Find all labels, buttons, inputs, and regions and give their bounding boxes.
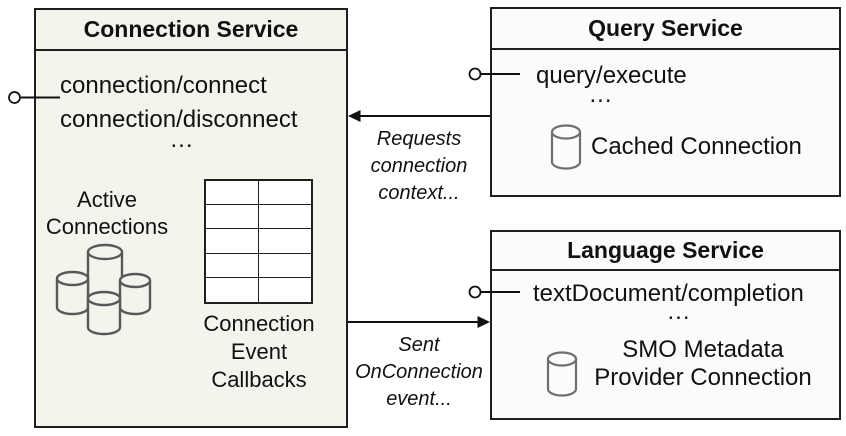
callback-table-cell <box>258 205 311 230</box>
requests-label-line3: context... <box>378 182 460 204</box>
sent-onconnection-event-label: Sent OnConnection event... <box>344 332 494 413</box>
method-connection-disconnect: connection/disconnect <box>60 106 298 133</box>
sent-label-line1: Sent <box>398 334 440 356</box>
requests-connection-context-arrow <box>348 110 490 122</box>
sent-label-line3: event... <box>386 388 452 410</box>
connection-methods-ellipsis: ... <box>170 126 194 153</box>
sent-label-line2: OnConnection <box>355 361 483 383</box>
connection-service-title: Connection Service <box>36 10 346 51</box>
callback-table-cell <box>258 229 311 254</box>
callback-table-icon <box>204 179 313 304</box>
smo-label-line2: Provider Connection <box>594 364 812 391</box>
callbacks-line1: Connection <box>203 311 315 336</box>
callback-table-cell <box>206 229 259 254</box>
method-textdocument-completion: textDocument/completion <box>533 280 804 307</box>
cached-connection-label: Cached Connection <box>591 133 802 160</box>
smo-label-line1: SMO Metadata <box>622 336 784 363</box>
callbacks-line2: Event <box>230 339 288 364</box>
callback-table-cell <box>258 254 311 278</box>
query-service-box: Query Service query/execute ... Cached C… <box>490 7 841 197</box>
language-service-box: Language Service textDocument/completion… <box>490 230 841 420</box>
smo-metadata-provider-connection-label: SMO Metadata Provider Connection <box>589 336 817 392</box>
active-connections-line2: Connections <box>45 214 169 239</box>
callbacks-line3: Callbacks <box>211 367 307 392</box>
query-methods-ellipsis: ... <box>589 81 613 108</box>
requests-label-line2: connection <box>370 155 468 177</box>
requests-connection-context-label: Requests connection context... <box>349 126 489 207</box>
callback-table-cell <box>259 278 312 302</box>
method-connection-connect: connection/connect <box>60 72 267 99</box>
query-service-title: Query Service <box>492 9 839 50</box>
active-connections-line1: Active <box>77 187 137 212</box>
callback-table-cell <box>206 181 259 206</box>
method-query-execute: query/execute <box>536 62 687 89</box>
connection-service-box: Connection Service connection/connect co… <box>34 8 348 428</box>
language-service-title: Language Service <box>492 232 839 271</box>
callback-table-cell <box>258 181 311 206</box>
callback-table-cell <box>206 205 259 230</box>
callback-table-cell <box>206 277 259 302</box>
requests-label-line1: Requests <box>376 128 462 150</box>
active-connections-label: Active Connections <box>40 186 174 240</box>
database-icon <box>550 124 582 170</box>
callback-table-cell <box>206 253 259 278</box>
database-icon <box>546 351 578 397</box>
language-methods-ellipsis: ... <box>667 298 691 325</box>
sent-onconnection-event-arrow <box>348 316 490 328</box>
connection-event-callbacks-label: Connection Event Callbacks <box>189 310 329 394</box>
database-cylinder-cluster-icon <box>55 243 152 336</box>
